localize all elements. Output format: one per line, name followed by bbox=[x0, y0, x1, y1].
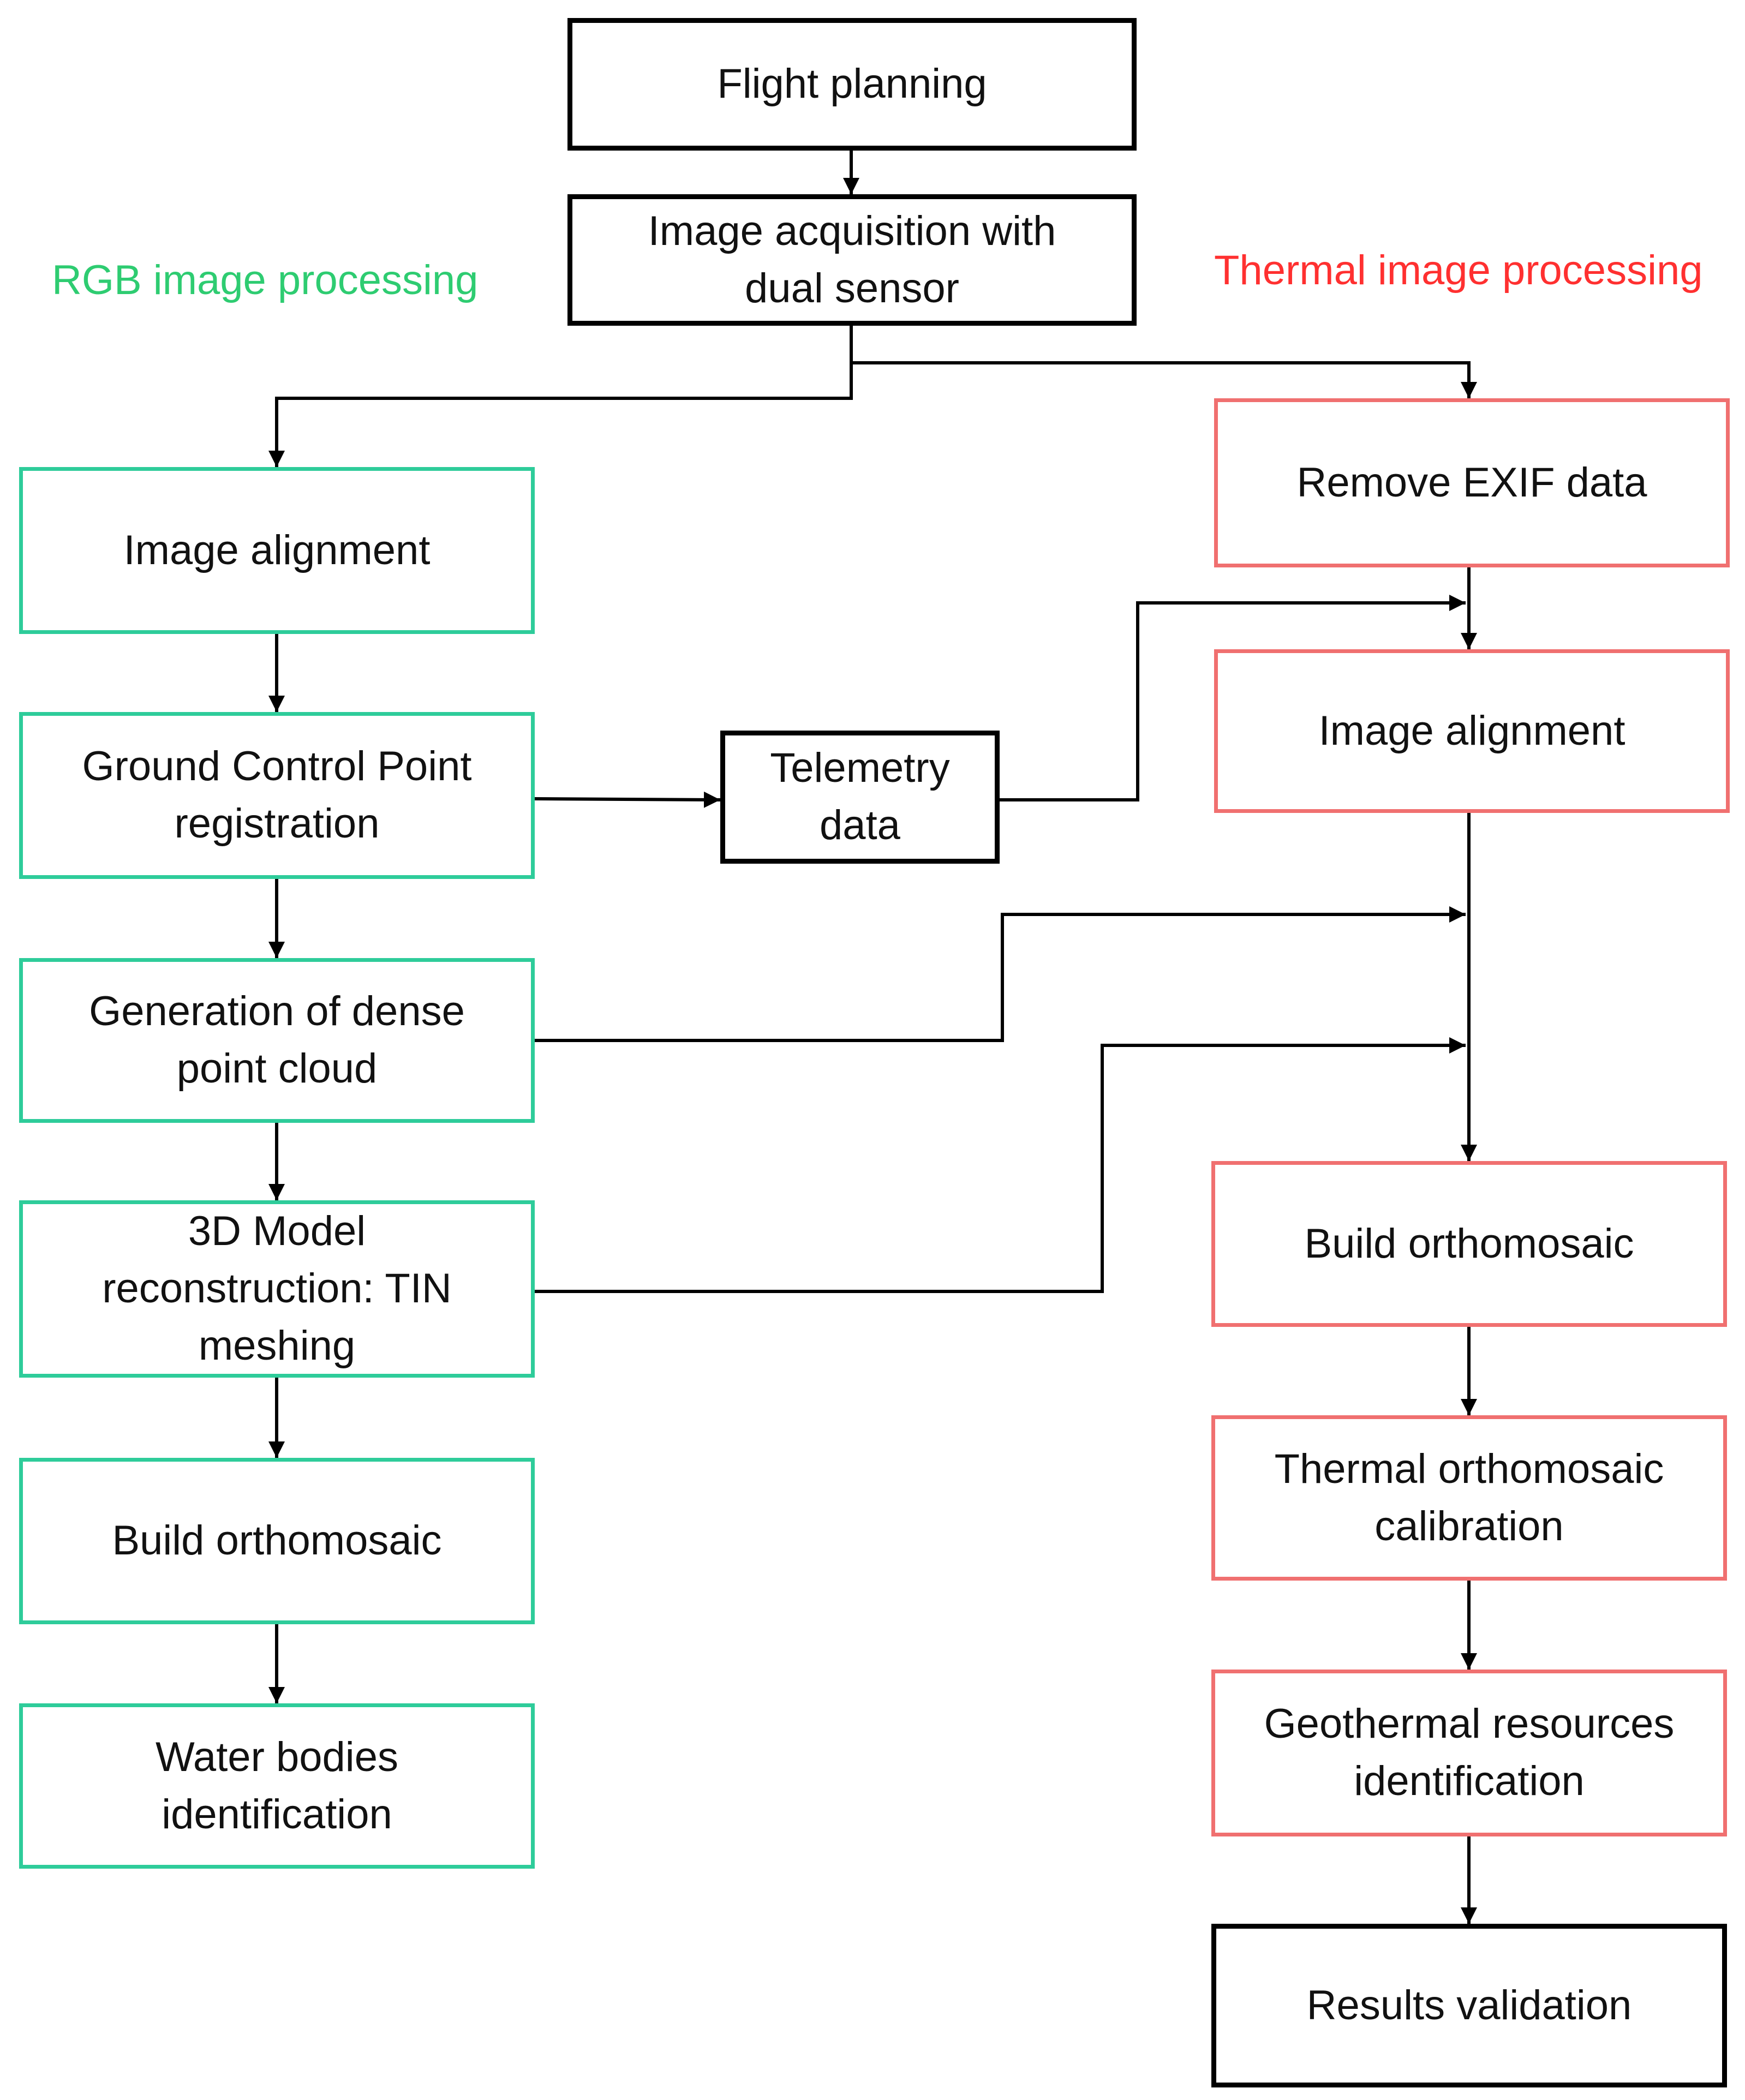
geothermal-identification-box: Geothermal resources identification bbox=[1211, 1670, 1727, 1836]
arrow-acquisition-to-rgb-alignment bbox=[268, 326, 853, 467]
arrow-acquisition-to-remove-exif bbox=[851, 361, 1477, 398]
flight-planning-text: Flight planning bbox=[717, 61, 987, 107]
model-reconstruction-box: 3D Model reconstruction: TIN meshing bbox=[19, 1200, 535, 1378]
results-validation-box: Results validation bbox=[1211, 1924, 1727, 2087]
remove-exif-box: Remove EXIF data bbox=[1214, 398, 1730, 567]
arrow-model-to-thermal-chain bbox=[534, 1037, 1466, 1293]
geothermal-identification-text: Geothermal resources identification bbox=[1264, 1701, 1675, 1804]
image-acquisition-box: Image acquisition with dual sensor bbox=[567, 194, 1137, 326]
model-reconstruction-text: 3D Model reconstruction: TIN meshing bbox=[102, 1208, 452, 1369]
thermal-processing-label: Thermal image processing bbox=[1214, 247, 1703, 294]
rgb-build-orthomosaic-box: Build orthomosaic bbox=[19, 1458, 535, 1624]
water-bodies-box: Water bodies identification bbox=[19, 1703, 535, 1869]
dense-point-cloud-box: Generation of dense point cloud bbox=[19, 958, 535, 1123]
flight-planning-box: Flight planning bbox=[567, 18, 1137, 151]
thermal-build-orthomosaic-text: Build orthomosaic bbox=[1304, 1220, 1634, 1267]
gcp-registration-box: Ground Control Point registration bbox=[19, 712, 535, 879]
rgb-image-alignment-box: Image alignment bbox=[19, 467, 535, 634]
thermal-image-alignment-text: Image alignment bbox=[1318, 707, 1626, 754]
arrow-dense-cloud-to-thermal-chain bbox=[534, 906, 1466, 1042]
results-validation-text: Results validation bbox=[1306, 1982, 1632, 2029]
telemetry-data-text: Telemetry data bbox=[770, 745, 950, 848]
arrow-gcp-to-telemetry bbox=[533, 791, 721, 808]
rgb-build-orthomosaic-text: Build orthomosaic bbox=[112, 1517, 442, 1564]
rgb-processing-label: RGB image processing bbox=[52, 257, 479, 303]
rgb-image-alignment-text: Image alignment bbox=[123, 527, 431, 573]
dense-point-cloud-text: Generation of dense point cloud bbox=[89, 988, 465, 1092]
arrow-telemetry-to-thermal-alignment bbox=[999, 595, 1466, 801]
water-bodies-text: Water bodies identification bbox=[156, 1733, 398, 1838]
image-acquisition-text: Image acquisition with dual sensor bbox=[648, 207, 1056, 312]
orthomosaic-calibration-text: Thermal orthomosaic calibration bbox=[1274, 1445, 1664, 1549]
orthomosaic-calibration-box: Thermal orthomosaic calibration bbox=[1211, 1415, 1727, 1581]
telemetry-data-box: Telemetry data bbox=[720, 731, 1000, 864]
gcp-registration-text: Ground Control Point registration bbox=[82, 743, 472, 847]
remove-exif-text: Remove EXIF data bbox=[1296, 459, 1647, 506]
thermal-build-orthomosaic-box: Build orthomosaic bbox=[1211, 1161, 1727, 1327]
thermal-image-alignment-box: Image alignment bbox=[1214, 649, 1730, 813]
